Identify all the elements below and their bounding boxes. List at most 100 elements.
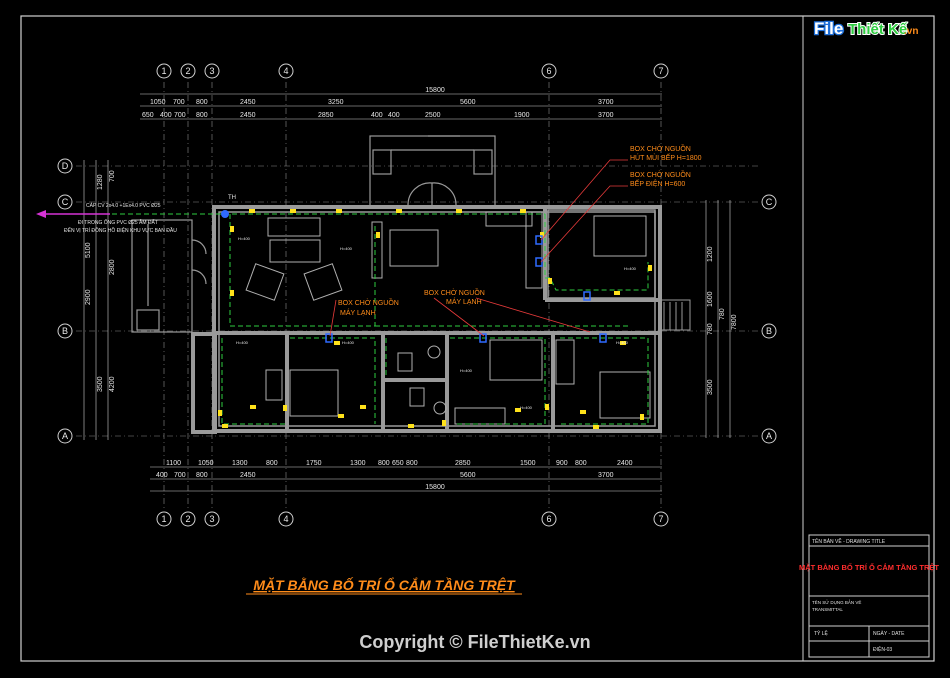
label-ac-box-b-2: MÁY LẠNH — [446, 297, 482, 306]
dim-top-total: 15800 — [425, 87, 445, 94]
leader-lines — [329, 159, 628, 337]
socket-15 — [250, 405, 256, 409]
box-ac-1 — [325, 333, 333, 343]
axis-label-4: 4 — [283, 66, 288, 76]
dim-bot-r1-3: 800 — [266, 460, 278, 467]
dim-top-r2-6: 400 — [371, 112, 383, 119]
label-ac-box-b-1: BOX CHỜ NGUỒN — [424, 287, 485, 297]
dim-right-1: 1600 — [707, 291, 714, 307]
dim-right-4: 7800 — [731, 314, 738, 330]
dim-left-6: 4200 — [109, 376, 116, 392]
socket-17 — [338, 414, 344, 418]
socket-14 — [218, 410, 222, 416]
dim-bot-r1-2: 1300 — [232, 460, 248, 467]
dim-left-3: 3500 — [97, 376, 104, 392]
title-block: TÊN BẢN VẼ - DRAWING TITLE MẶT BẰNG BỐ T… — [799, 534, 939, 658]
dim-bot-r1-7: 650 — [392, 460, 404, 467]
dim-bot-r2-0: 400 — [156, 472, 168, 479]
toilet-2 — [409, 387, 425, 407]
axis-label-6-bottom: 6 — [546, 514, 551, 524]
dimension-lines-left — [83, 160, 109, 440]
left-terrace — [131, 219, 207, 333]
height-tag-3: H=400 — [624, 266, 637, 271]
sofa — [269, 239, 321, 263]
box-hood — [535, 235, 543, 245]
dim-top-r2-10: 3700 — [598, 112, 614, 119]
dim-top-r2-0: 650 — [142, 112, 154, 119]
wall-inner-lines — [218, 209, 656, 427]
dim-bot-r1-4: 1750 — [306, 460, 322, 467]
socket-23 — [515, 408, 521, 412]
axis-label-3-bottom: 3 — [209, 514, 214, 524]
dims-bottom-row1: 1100 1050 1300 800 1750 1300 800 650 800… — [166, 460, 633, 467]
dimension-lines-bottom — [150, 466, 662, 492]
socket-1 — [249, 209, 255, 213]
height-tag-4: H=400 — [236, 340, 249, 345]
title-block-row1b: TRANSMITTAL — [812, 607, 843, 612]
height-tag-7: H=400 — [520, 405, 533, 410]
partition — [371, 221, 383, 279]
dim-top-r1-0: 1050 — [150, 99, 166, 106]
kitchen-counter-top — [485, 211, 533, 227]
dim-bot-r2-5: 3700 — [598, 472, 614, 479]
dim-bot-r1-6: 800 — [378, 460, 390, 467]
socket-7 — [230, 226, 234, 232]
drawing-frame — [20, 15, 935, 662]
socket-8 — [230, 290, 234, 296]
basin-1 — [427, 345, 441, 359]
dim-bot-r1-12: 800 — [575, 460, 587, 467]
dim-left-2: 1280 — [97, 174, 104, 190]
supply-arrow — [36, 210, 229, 218]
axis-label-2-bottom: 2 — [185, 514, 190, 524]
dims-top-row1: 1050 700 800 2450 3250 5600 3700 — [150, 99, 614, 106]
socket-18 — [360, 405, 366, 409]
dims-right: 1200 1600 780 780 7800 3500 — [707, 246, 738, 395]
dim-left-1: 2900 — [85, 289, 92, 305]
dim-top-r2-9: 1900 — [514, 112, 530, 119]
height-tag-2: H=400 — [340, 246, 353, 251]
socket-5 — [456, 209, 462, 213]
furniture — [245, 211, 651, 425]
dim-bot-r1-8: 800 — [406, 460, 418, 467]
socket-25 — [640, 414, 644, 420]
socket-3 — [336, 209, 342, 213]
label-hood-box-1: BOX CHỜ NGUỒN — [630, 143, 691, 153]
dim-bot-r1-9: 2850 — [455, 460, 471, 467]
dim-top-r1-4: 3250 — [328, 99, 344, 106]
armchair-right — [303, 263, 343, 301]
dim-bot-r2-1: 700 — [174, 472, 186, 479]
label-ac-box-a-2: MÁY LẠNH — [340, 308, 376, 317]
socket-12 — [648, 265, 652, 271]
label-cooker-box-1: BOX CHỜ NGUỒN — [630, 169, 691, 179]
dims-top-row2: 650 400 700 800 2450 2850 400 400 2500 1… — [142, 112, 614, 119]
box-ac-3 — [583, 291, 591, 301]
axis-bubbles-bottom: 1 2 3 4 6 7 — [156, 511, 669, 527]
socket-26 — [580, 410, 586, 414]
logo-text-vn: .vn — [904, 26, 918, 37]
axis-label-7-bottom: 7 — [658, 514, 663, 524]
socket-16 — [283, 405, 287, 411]
filethietke-logo: File Thiết Kế .vn — [813, 18, 919, 40]
dim-bot-r1-1: 1050 — [198, 460, 214, 467]
bed-room-4 — [599, 371, 651, 419]
title-block-header: TÊN BẢN VẼ - DRAWING TITLE — [812, 537, 886, 545]
dim-bot-r2-3: 2450 — [240, 472, 256, 479]
dim-top-r2-5: 2850 — [318, 112, 334, 119]
axis-label-d-left: D — [62, 161, 69, 171]
tv-console — [267, 217, 321, 237]
bed-room-2 — [289, 369, 339, 417]
dim-bot-r2-2: 800 — [196, 472, 208, 479]
axis-label-b-left: B — [62, 326, 68, 336]
dining-table — [389, 229, 439, 267]
socket-27 — [334, 341, 340, 345]
dim-top-r2-7: 400 — [388, 112, 400, 119]
wardrobe-room-3 — [454, 407, 506, 425]
axis-label-1-bottom: 1 — [161, 514, 166, 524]
label-cooker-box-2: BẾP ĐIỆN H=600 — [630, 178, 685, 188]
socket-13 — [614, 291, 620, 295]
height-tag-5: H=400 — [342, 340, 355, 345]
dimension-lines-top — [140, 93, 662, 120]
socket-21 — [442, 420, 446, 426]
entrance-porch — [369, 135, 496, 207]
